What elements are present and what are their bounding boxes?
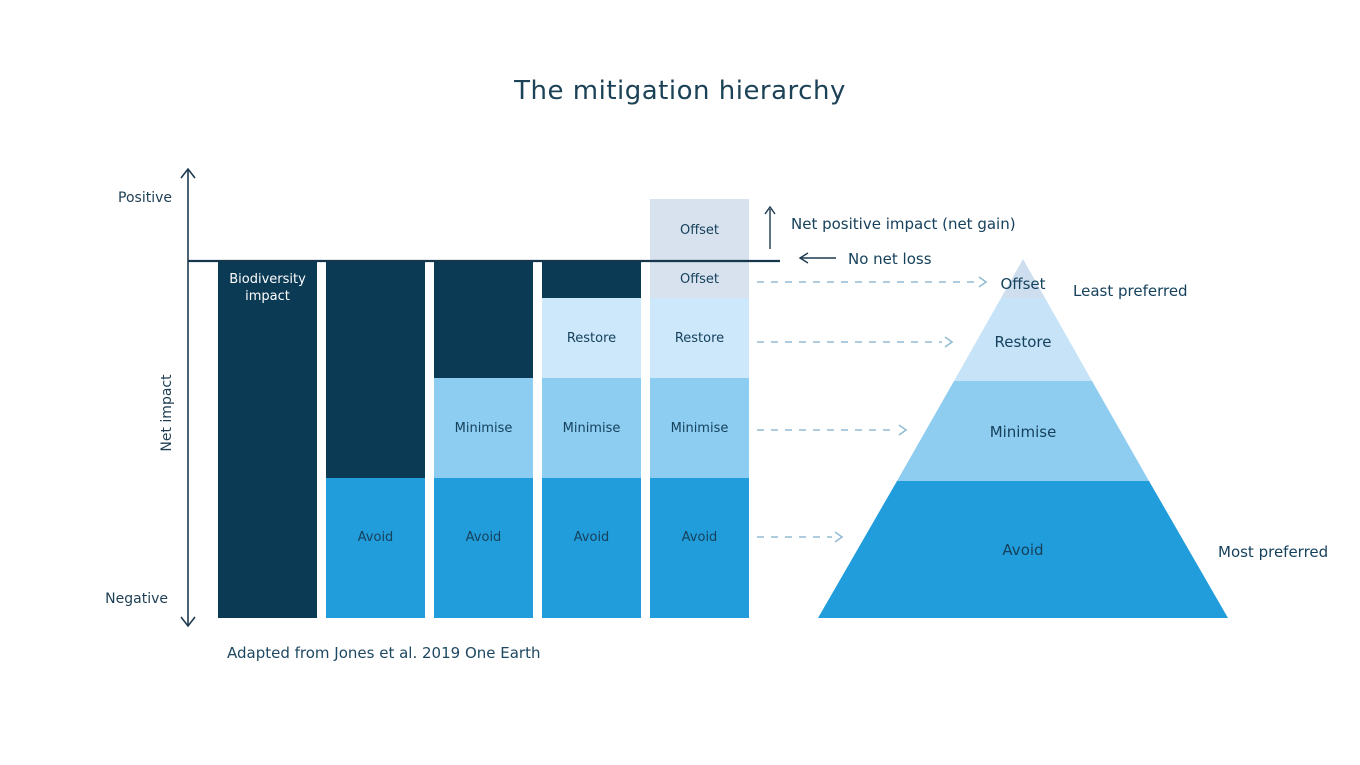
axis-down-arrow-icon <box>180 616 196 628</box>
segment-residual-impact <box>434 261 533 378</box>
segment-offset-net-gain: Offset <box>650 199 749 261</box>
segment-avoid: Avoid <box>650 478 749 618</box>
pyramid-label-minimise: Minimise <box>989 423 1057 441</box>
segment-label: Offset <box>679 272 720 287</box>
net-gain-annotation: Net positive impact (net gain) <box>791 215 1016 233</box>
segment-restore: Restore <box>650 298 749 378</box>
restore-connector-arrowhead-icon <box>944 336 954 348</box>
bar-after-restore: Restore Minimise Avoid <box>542 261 641 618</box>
net-gain-arrowhead-icon <box>764 205 776 215</box>
segment-residual-impact <box>542 261 641 298</box>
most-preferred-label: Most preferred <box>1218 543 1329 561</box>
offset-connector-arrowhead-icon <box>978 276 988 288</box>
segment-label: Offset <box>679 222 720 238</box>
axis-label-negative: Negative <box>105 591 168 607</box>
segment-minimise: Minimise <box>434 378 533 478</box>
segment-label: Biodiversity impact <box>229 272 306 304</box>
pyramid-label-restore: Restore <box>994 333 1052 351</box>
segment-label: Avoid <box>681 529 718 545</box>
bar-after-minimise: Minimise Avoid <box>434 261 533 618</box>
segment-label: Minimise <box>454 420 513 436</box>
segment-minimise: Minimise <box>650 378 749 478</box>
axis-up-arrow-icon <box>180 167 196 179</box>
segment-restore: Restore <box>542 298 641 378</box>
segment-avoid: Avoid <box>434 478 533 618</box>
pyramid-label-avoid: Avoid <box>1002 541 1044 559</box>
segment-label: Avoid <box>357 529 394 545</box>
source-attribution: Adapted from Jones et al. 2019 One Earth <box>227 644 541 662</box>
bar-after-offset: Offset Offset Restore Minimise Avoid <box>650 199 749 618</box>
segment-label: Avoid <box>465 529 502 545</box>
least-preferred-label: Least preferred <box>1073 282 1188 300</box>
segment-avoid: Avoid <box>326 478 425 618</box>
axis-label-positive: Positive <box>118 190 172 206</box>
minimise-connector-arrowhead-icon <box>898 424 908 436</box>
segment-residual-impact <box>326 261 425 478</box>
segment-label: Restore <box>674 330 725 346</box>
no-net-loss-arrowhead-icon <box>798 252 809 264</box>
segment-label: Minimise <box>670 420 729 436</box>
segment-label: Minimise <box>562 420 621 436</box>
segment-avoid: Avoid <box>542 478 641 618</box>
figure-title: The mitigation hierarchy <box>514 76 846 106</box>
pyramid-label-offset: Offset <box>1000 275 1046 293</box>
segment-biodiversity-impact: Biodiversity impact <box>218 261 317 618</box>
bar-after-avoid: Avoid <box>326 261 425 618</box>
segment-offset: Offset <box>650 261 749 298</box>
avoid-connector-arrowhead-icon <box>834 531 844 543</box>
no-net-loss-annotation: No net loss <box>848 250 932 268</box>
segment-minimise: Minimise <box>542 378 641 478</box>
segment-label: Restore <box>566 330 617 346</box>
bar-biodiversity-impact: Biodiversity impact <box>218 261 317 618</box>
axis-label-net-impact: Net impact <box>159 374 175 452</box>
segment-label: Avoid <box>573 529 610 545</box>
